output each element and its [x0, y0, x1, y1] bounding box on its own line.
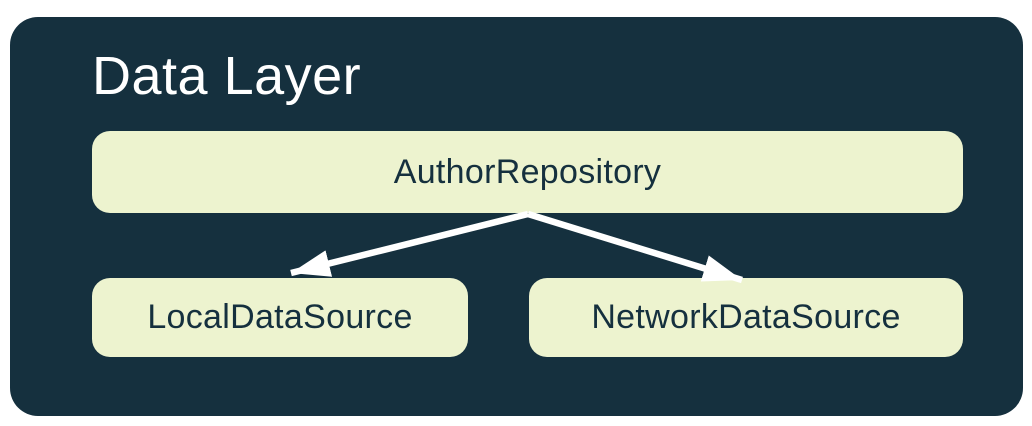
node-local-data-source: LocalDataSource	[92, 278, 468, 357]
node-local-data-source-label: LocalDataSource	[147, 298, 413, 336]
node-author-repository: AuthorRepository	[92, 131, 963, 213]
diagram-title: Data Layer	[92, 46, 362, 106]
data-layer-container: Data Layer AuthorRepository LocalDataSou…	[10, 17, 1023, 416]
node-network-data-source-label: NetworkDataSource	[591, 298, 901, 336]
node-author-repository-label: AuthorRepository	[393, 152, 662, 191]
node-network-data-source: NetworkDataSource	[529, 278, 963, 357]
